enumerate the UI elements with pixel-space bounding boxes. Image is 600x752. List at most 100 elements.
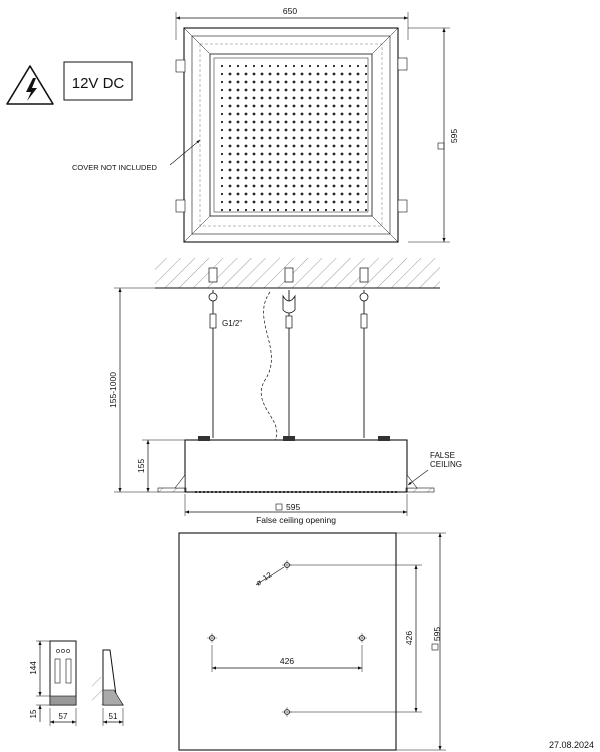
nozzle: [324, 64, 328, 68]
nozzle: [220, 192, 224, 196]
nozzle: [252, 80, 256, 84]
nozzle: [292, 88, 296, 92]
nozzle: [292, 104, 296, 108]
nozzle: [332, 104, 336, 108]
nozzle: [268, 168, 272, 172]
nozzle: [364, 200, 368, 204]
nozzle: [292, 120, 296, 124]
nozzle: [332, 136, 336, 140]
nozzle: [364, 128, 368, 132]
nozzle: [228, 176, 232, 180]
nozzle: [292, 136, 296, 140]
nozzle: [308, 128, 312, 132]
nozzle: [244, 192, 248, 196]
nozzle: [332, 144, 336, 148]
nozzle: [308, 64, 312, 68]
nozzle: [220, 120, 224, 124]
nozzle: [340, 64, 344, 68]
nozzle: [244, 80, 248, 84]
nozzle: [284, 208, 288, 212]
nozzle: [332, 152, 336, 156]
nozzle: [268, 160, 272, 164]
nozzle: [276, 192, 280, 196]
false-ceiling-left: [157, 487, 187, 493]
square-symbol-icon: [431, 643, 439, 651]
nozzle: [268, 88, 272, 92]
nozzle: [324, 112, 328, 116]
nozzle: [324, 184, 328, 188]
nozzle: [284, 112, 288, 116]
false-ceiling-label-2: CEILING: [430, 460, 462, 469]
nozzle: [276, 144, 280, 148]
nozzle: [244, 144, 248, 148]
nozzle: [220, 88, 224, 92]
nozzle: [244, 104, 248, 108]
square-symbol-icon: [275, 503, 283, 511]
nozzle: [332, 168, 336, 172]
nozzle: [260, 200, 264, 204]
nozzle: [268, 80, 272, 84]
control-unit-front: [49, 640, 77, 706]
nozzle: [300, 192, 304, 196]
nozzle: [252, 64, 256, 68]
nozzle: [292, 152, 296, 156]
nozzle: [324, 192, 328, 196]
nozzle: [260, 64, 264, 68]
nozzle: [284, 160, 288, 164]
nozzle: [252, 72, 256, 76]
nozzle: [316, 176, 320, 180]
nozzle: [348, 80, 352, 84]
nozzle: [316, 144, 320, 148]
nozzle: [332, 64, 336, 68]
opening-caption: False ceiling opening: [256, 515, 336, 525]
nozzle: [276, 208, 280, 212]
nozzle: [268, 184, 272, 188]
nozzle: [292, 80, 296, 84]
nozzle: [292, 160, 296, 164]
nozzle: [220, 176, 224, 180]
nozzle: [260, 192, 264, 196]
nozzle: [228, 144, 232, 148]
nozzle: [284, 72, 288, 76]
nozzle: [324, 160, 328, 164]
nozzle: [308, 96, 312, 100]
hole-spacing-horizontal: 426: [280, 656, 294, 666]
nozzle: [276, 184, 280, 188]
nozzle: [260, 136, 264, 140]
nozzle: [356, 88, 360, 92]
nozzle: [316, 168, 320, 172]
nozzle: [324, 176, 328, 180]
nozzle: [316, 160, 320, 164]
nozzle: [244, 128, 248, 132]
nozzle: [356, 184, 360, 188]
nozzle: [220, 72, 224, 76]
nozzle: [236, 176, 240, 180]
nozzle: [292, 96, 296, 100]
nozzle: [236, 168, 240, 172]
side-view: G1/2" FALSE CEILING 155-1000 155 595 Fal…: [108, 258, 462, 525]
nozzle: [292, 192, 296, 196]
nozzle: [308, 160, 312, 164]
nozzle: [260, 152, 264, 156]
nozzle: [252, 168, 256, 172]
nozzle: [228, 152, 232, 156]
nozzle: [348, 144, 352, 148]
nozzle: [228, 104, 232, 108]
square-symbol-icon: [437, 142, 445, 150]
nozzle: [268, 104, 272, 108]
nozzle: [228, 184, 232, 188]
nozzle: [220, 144, 224, 148]
nozzle: [364, 88, 368, 92]
nozzle: [284, 120, 288, 124]
nozzle: [284, 80, 288, 84]
nozzle: [340, 152, 344, 156]
nozzle: [356, 200, 360, 204]
nozzle: [252, 200, 256, 204]
nozzle: [292, 144, 296, 148]
nozzle: [348, 112, 352, 116]
nozzle: [228, 200, 232, 204]
nozzle: [364, 104, 368, 108]
nozzle: [300, 104, 304, 108]
nozzle: [236, 88, 240, 92]
